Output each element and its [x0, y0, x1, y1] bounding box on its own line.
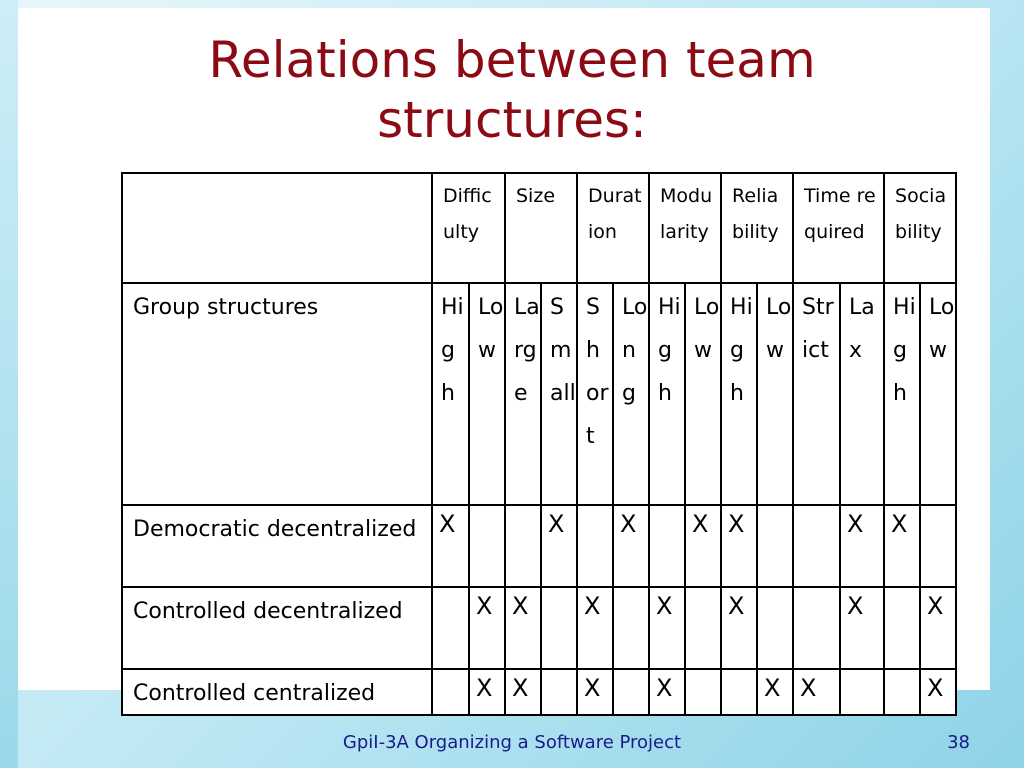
corner-cell	[121, 172, 433, 284]
header-duration: Duration	[576, 172, 651, 284]
sub-header: Small	[539, 282, 579, 506]
mark-cell	[468, 504, 506, 588]
mark-cell: X	[504, 586, 542, 670]
header-reliability: Reliability	[720, 172, 795, 284]
sub-header: High	[648, 282, 687, 506]
mark-cell	[504, 504, 542, 588]
mark-cell: X	[468, 586, 506, 670]
sub-header: Low	[756, 282, 795, 506]
header-time-required: Time required	[792, 172, 886, 284]
mark-cell	[576, 504, 615, 588]
mark-cell: X	[720, 586, 759, 670]
row-label: Controlled decentralized	[121, 586, 433, 670]
sub-header: Low	[684, 282, 723, 506]
slide-page-number: 38	[947, 732, 970, 753]
row-label: Democratic decentralized	[121, 504, 433, 588]
mark-cell: X	[576, 586, 615, 670]
sub-header: High	[431, 282, 470, 506]
mark-cell: X	[468, 668, 506, 716]
header-row: Difficulty Size Duration Modularity Reli…	[121, 172, 958, 284]
sub-header: Long	[612, 282, 651, 506]
row-label: Controlled centralized	[121, 668, 433, 716]
mark-cell: X	[720, 504, 759, 588]
mark-cell	[720, 668, 759, 716]
group-structures-row: Group structures High Low Large Small Sh…	[121, 282, 958, 506]
mark-cell: X	[504, 668, 542, 716]
slide-title-line2: structures:	[377, 91, 647, 149]
sub-header: Strict	[792, 282, 842, 506]
header-modularity: Modularity	[648, 172, 723, 284]
slide-title-line1: Relations between team	[208, 31, 816, 89]
mark-cell: X	[792, 668, 842, 716]
mark-cell	[839, 668, 886, 716]
mark-cell	[431, 586, 470, 670]
sub-header: Large	[504, 282, 542, 506]
mark-cell: X	[648, 668, 687, 716]
mark-cell	[612, 668, 651, 716]
team-structure-table: Difficulty Size Duration Modularity Reli…	[121, 172, 958, 716]
slide-title: Relations between team structures:	[0, 30, 1024, 150]
mark-cell: X	[756, 668, 795, 716]
mark-cell	[684, 586, 723, 670]
mark-cell	[648, 504, 687, 588]
mark-cell	[684, 668, 723, 716]
mark-cell: X	[919, 586, 958, 670]
sub-header: Lax	[839, 282, 886, 506]
mark-cell	[883, 586, 922, 670]
mark-cell: X	[839, 586, 886, 670]
mark-cell: X	[576, 668, 615, 716]
mark-cell: X	[839, 504, 886, 588]
sub-header: Low	[919, 282, 958, 506]
table-row: Controlled centralized X X X X X X X	[121, 668, 958, 716]
mark-cell	[539, 586, 579, 670]
header-size: Size	[503, 172, 579, 284]
mark-cell: X	[919, 668, 958, 716]
sub-header: Low	[468, 282, 506, 506]
mark-cell	[431, 668, 470, 716]
table-row: Democratic decentralized X X X X X X X	[121, 504, 958, 588]
mark-cell: X	[684, 504, 723, 588]
table-row: Controlled decentralized X X X X X X X	[121, 586, 958, 670]
mark-cell	[756, 504, 795, 588]
group-structures-label: Group structures	[121, 282, 433, 506]
sub-header: Short	[576, 282, 615, 506]
mark-cell: X	[883, 504, 922, 588]
slide-footer-text: GpiI-3A Organizing a Software Project	[342, 732, 682, 753]
header-difficulty: Difficulty	[431, 172, 506, 284]
mark-cell: X	[612, 504, 651, 588]
header-sociability: Sociability	[883, 172, 958, 284]
mark-cell	[883, 668, 922, 716]
mark-cell: X	[539, 504, 579, 588]
mark-cell: X	[648, 586, 687, 670]
sub-header: High	[720, 282, 759, 506]
sub-header: High	[883, 282, 922, 506]
mark-cell	[756, 586, 795, 670]
slide-left-edge	[0, 0, 18, 768]
mark-cell: X	[431, 504, 470, 588]
mark-cell	[612, 586, 651, 670]
mark-cell	[792, 586, 842, 670]
mark-cell	[792, 504, 842, 588]
mark-cell	[539, 668, 579, 716]
mark-cell	[919, 504, 958, 588]
